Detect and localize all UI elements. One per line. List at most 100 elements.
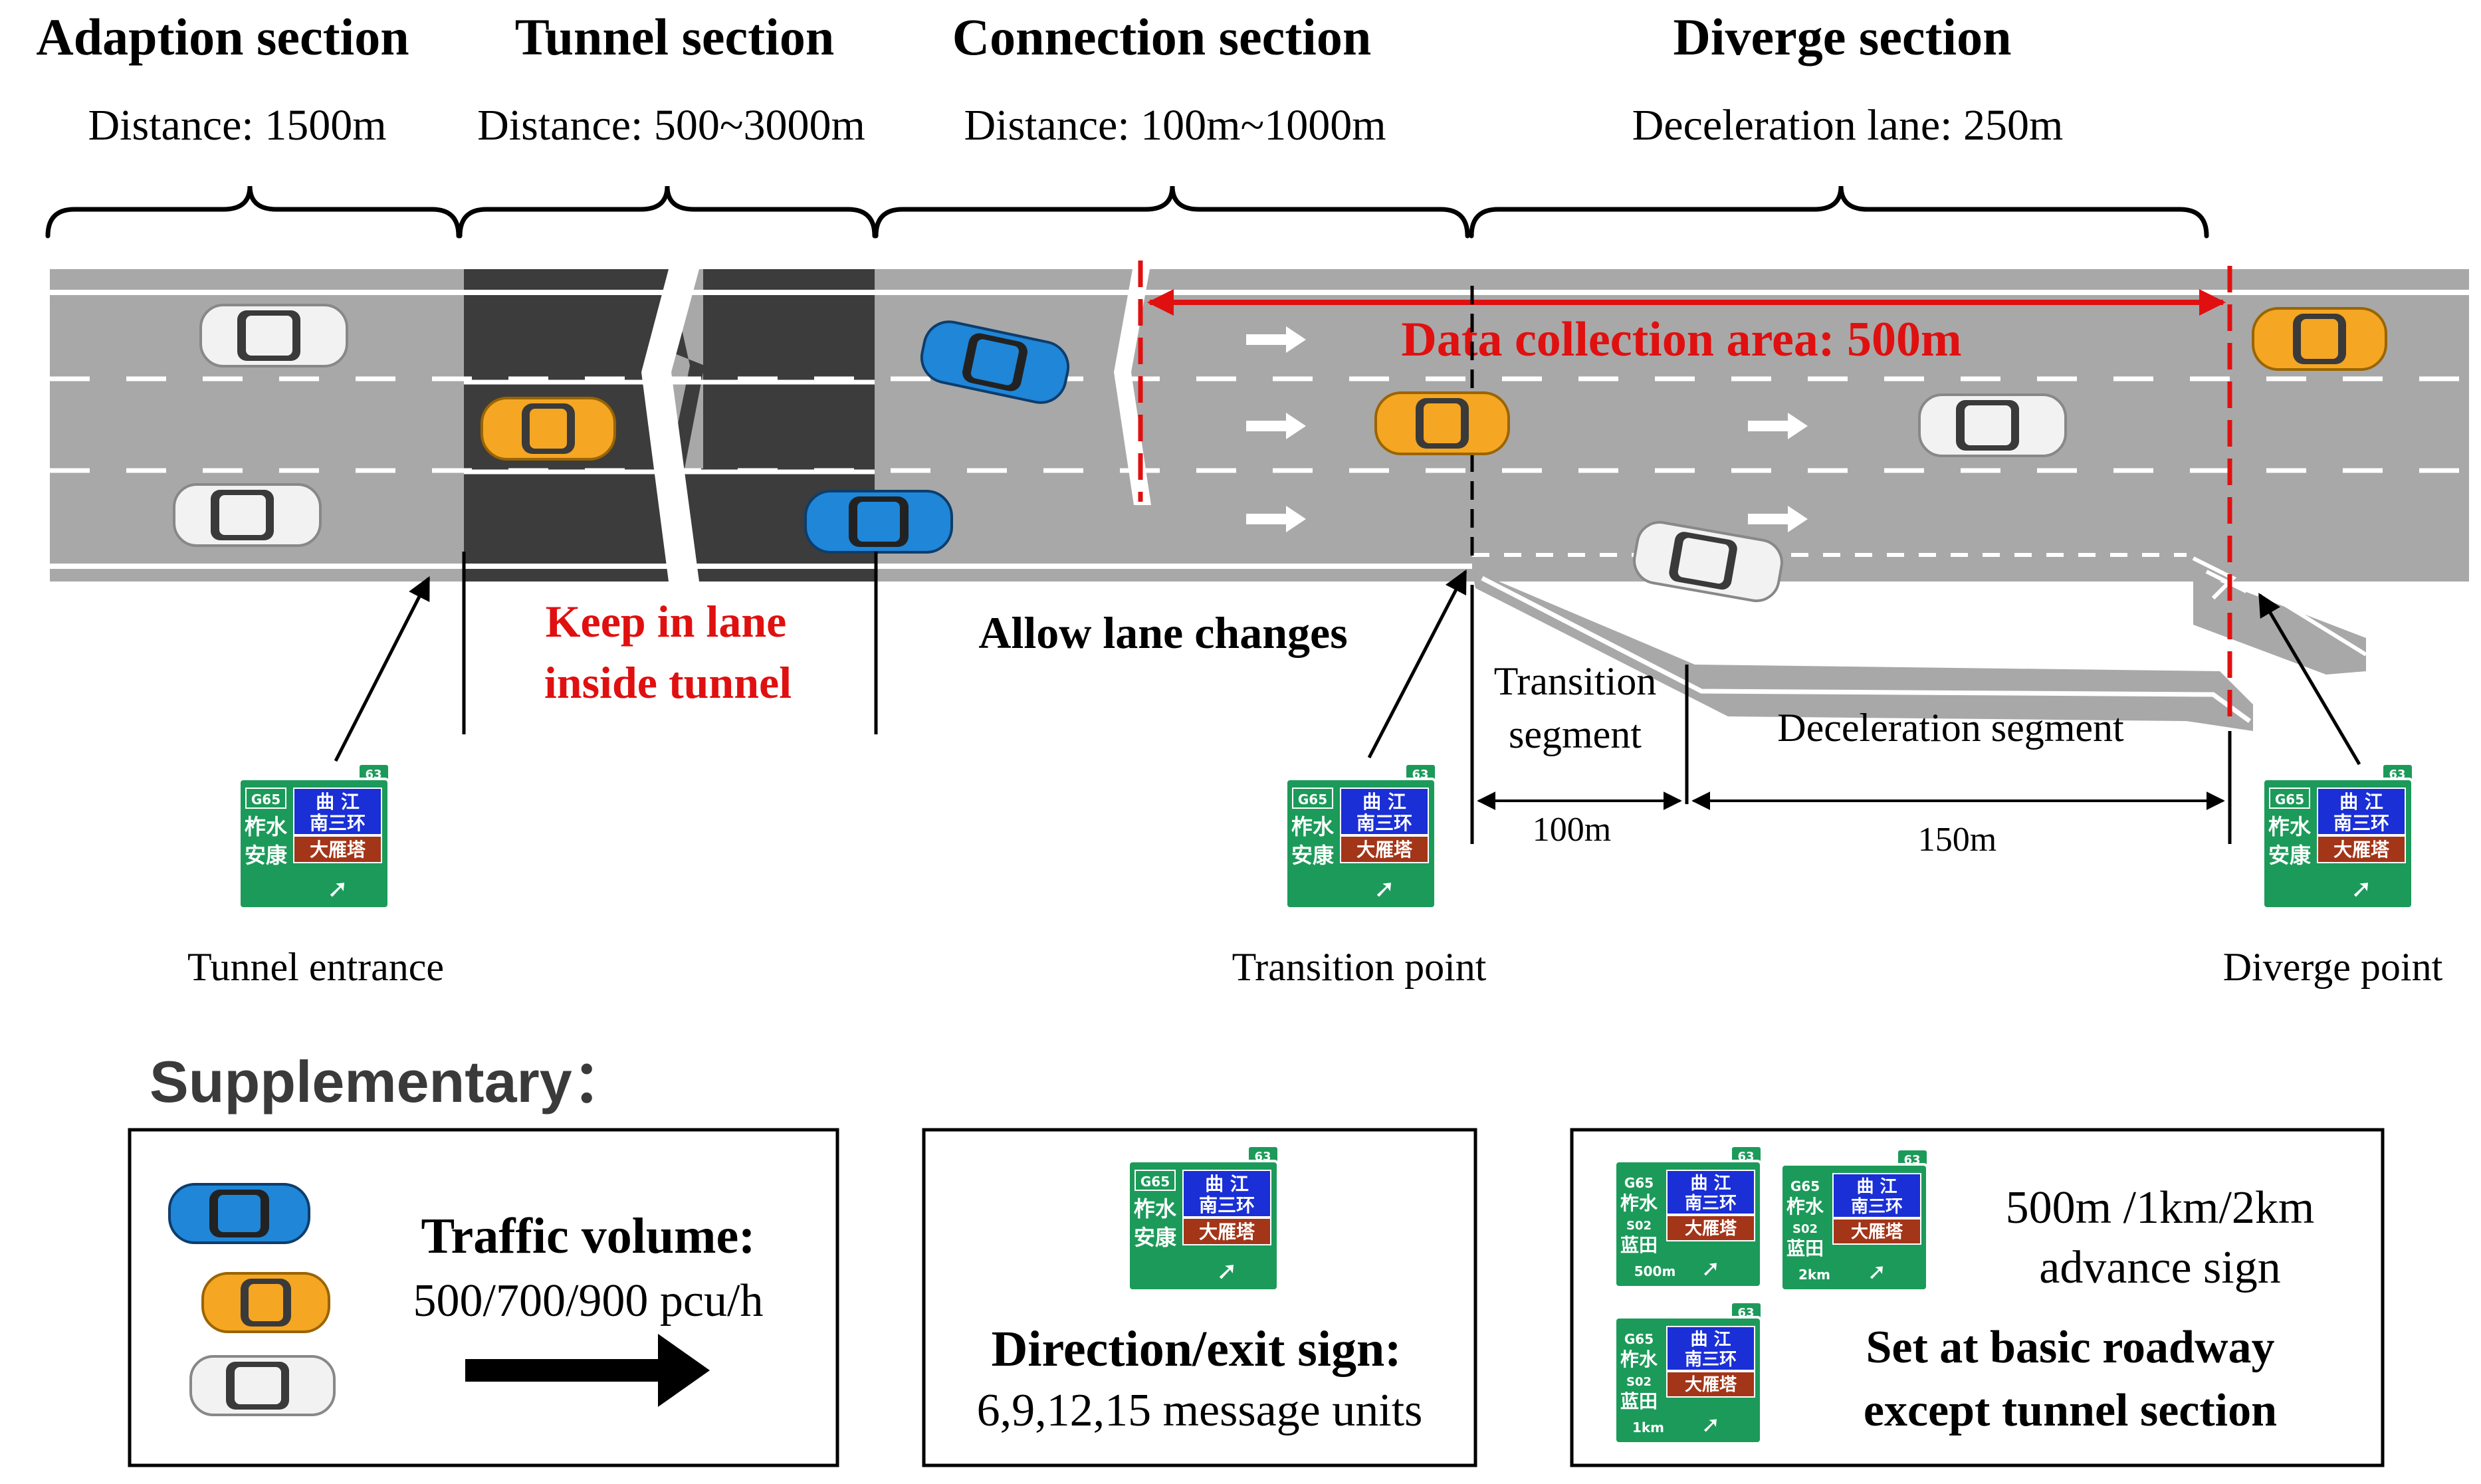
legend-traffic-volume: Traffic volume: 500/700/900 pcu/h [128,1128,839,1467]
transition-segment-line-2: segment [1509,712,1642,756]
svg-text:G65: G65 [1298,792,1327,807]
svg-text:柞水: 柞水 [1291,814,1335,839]
svg-text:500m: 500m [1634,1263,1676,1279]
brace-adaption [45,185,461,239]
svg-text:大雁塔: 大雁塔 [1356,839,1413,861]
lane-arrow-icon [1748,600,1808,627]
car-white [199,304,348,368]
car-white [1633,520,1783,603]
svg-text:2km: 2km [1798,1267,1830,1283]
svg-text:G65: G65 [1624,1175,1654,1191]
transition-point-pointer [1367,569,1467,759]
svg-text:S02: S02 [1626,1375,1652,1389]
connection-section-title: Connection section [952,8,1371,66]
data-collection-area: Data collection area: 500m [1138,261,2232,728]
keep-lane-line-1: Keep in lane [546,596,787,647]
svg-text:柞水: 柞水 [1134,1196,1177,1221]
svg-text:大雁塔: 大雁塔 [1851,1222,1903,1242]
data-area-label: Data collection area: 500m [1401,312,1961,367]
svg-text:G65: G65 [1790,1178,1820,1194]
direction-sign: 63 G65 柞水 安康 曲 江 南三环 大雁塔 ➚ [1285,764,1437,910]
advance-sign-500m: 63 G65 柞水 蓝田 S02 曲 江 南三环 大雁塔 500m ➚ [1614,1146,1763,1289]
lane-arrow-icon [2167,633,2226,660]
car-yellow [481,397,616,461]
svg-text:南三环: 南三环 [310,812,366,834]
svg-text:➚: ➚ [327,874,348,903]
transition-point-label: Transition point [1232,945,1487,989]
car-white [1918,393,2067,457]
lane-arrow-icon [1246,506,1306,532]
lane-arrows [1246,326,2226,660]
svg-text:南三环: 南三环 [1199,1194,1255,1216]
svg-text:安康: 安康 [1134,1225,1177,1250]
svg-text:G65: G65 [1624,1331,1654,1347]
svg-text:G65: G65 [1140,1174,1170,1190]
svg-text:G65: G65 [2275,792,2304,807]
tunnel-entrance-pointer [334,576,431,762]
svg-text:安康: 安康 [2268,843,2312,868]
advance-sign-line-2: advance sign [2039,1242,2280,1293]
svg-text:柞水: 柞水 [245,814,288,839]
dim-150m-label: 150m [1918,821,1996,859]
advance-sign-line-1: 500m /1km/2km [2006,1182,2315,1233]
advance-sign-2km: 63 G65 柞水 S02 蓝田 曲 江 南三环 大雁塔 2km ➚ [1780,1149,1929,1292]
svg-text:➚: ➚ [1868,1259,1887,1285]
svg-text:安康: 安康 [245,843,288,868]
transition-segment-line-1: Transition [1494,659,1657,703]
svg-text:➚: ➚ [1216,1256,1238,1285]
svg-text:曲 江: 曲 江 [1690,1174,1731,1194]
traffic-volume-title: Traffic volume: [421,1208,756,1264]
section-braces [45,185,2209,239]
traffic-direction-arrow-icon [465,1334,710,1407]
svg-text:安康: 安康 [1291,843,1335,868]
traffic-volume-values: 500/700/900 pcu/h [413,1275,764,1326]
svg-text:南三环: 南三环 [1685,1194,1737,1214]
connection-distance: Distance: 100m~1000m [964,101,1386,150]
adaption-distance: Distance: 1500m [88,101,386,150]
svg-text:蓝田: 蓝田 [1620,1234,1658,1256]
diverge-distance: Deceleration lane: 250m [1632,101,2064,150]
section-headers: Adaption section Tunnel section Connecti… [36,8,2063,150]
car-yellow [201,1272,330,1333]
direction-sign: 63 G65 柞水 安康 曲 江 南三环 大雁塔 ➚ [1127,1146,1279,1292]
svg-text:柞水: 柞水 [2268,814,2312,839]
brace-tunnel [457,185,877,239]
tunnel-entrance-label: Tunnel entrance [187,945,444,989]
svg-text:➚: ➚ [1701,1412,1721,1438]
svg-text:大雁塔: 大雁塔 [1199,1221,1255,1243]
svg-text:曲 江: 曲 江 [1856,1177,1897,1197]
svg-text:大雁塔: 大雁塔 [2333,839,2390,861]
car-yellow [2252,307,2387,371]
direction-sign: 63 G65 柞水 安康 曲 江 南三环 大雁塔 ➚ [2262,764,2414,910]
diverge-point-pointer [2258,592,2361,766]
dim-100m-label: 100m [1533,811,1611,849]
svg-text:南三环: 南三环 [1685,1350,1737,1370]
lane-arrow-icon [1246,413,1306,439]
svg-text:➚: ➚ [2351,874,2372,903]
svg-text:蓝田: 蓝田 [1620,1390,1658,1412]
vehicles [173,304,2387,603]
svg-text:蓝田: 蓝田 [1786,1237,1824,1259]
svg-text:大雁塔: 大雁塔 [1685,1375,1737,1395]
brace-connection [873,185,1470,239]
diverge-section-title: Diverge section [1673,8,2012,66]
keep-lane-line-2: inside tunnel [544,657,792,708]
car-yellow [1374,391,1510,455]
basic-roadway-line-1: Set at basic roadway [1866,1322,2274,1373]
svg-text:柞水: 柞水 [1786,1196,1824,1218]
advance-sign-1km: 63 G65 柞水 S02 蓝田 曲 江 南三环 大雁塔 1km ➚ [1614,1302,1763,1445]
ramp-pavement [1472,570,2253,731]
basic-roadway-line-2: except tunnel section [1864,1385,2277,1436]
svg-text:曲 江: 曲 江 [316,791,360,813]
svg-text:曲 江: 曲 江 [2339,791,2383,813]
car-blue [804,490,953,554]
svg-text:S02: S02 [1792,1222,1818,1236]
supplementary-heading: Supplementary： [150,1049,631,1114]
direction-sign-units: 6,9,12,15 message units [977,1385,1423,1436]
legend-advance-sign: 63 G65 柞水 蓝田 S02 曲 江 南三环 大雁塔 500m ➚ 63 G… [1570,1128,2385,1467]
svg-text:曲 江: 曲 江 [1690,1330,1731,1350]
diverge-point-label: Diverge point [2223,945,2443,989]
lane-arrow-icon [1748,413,1808,439]
svg-text:南三环: 南三环 [1356,812,1412,834]
